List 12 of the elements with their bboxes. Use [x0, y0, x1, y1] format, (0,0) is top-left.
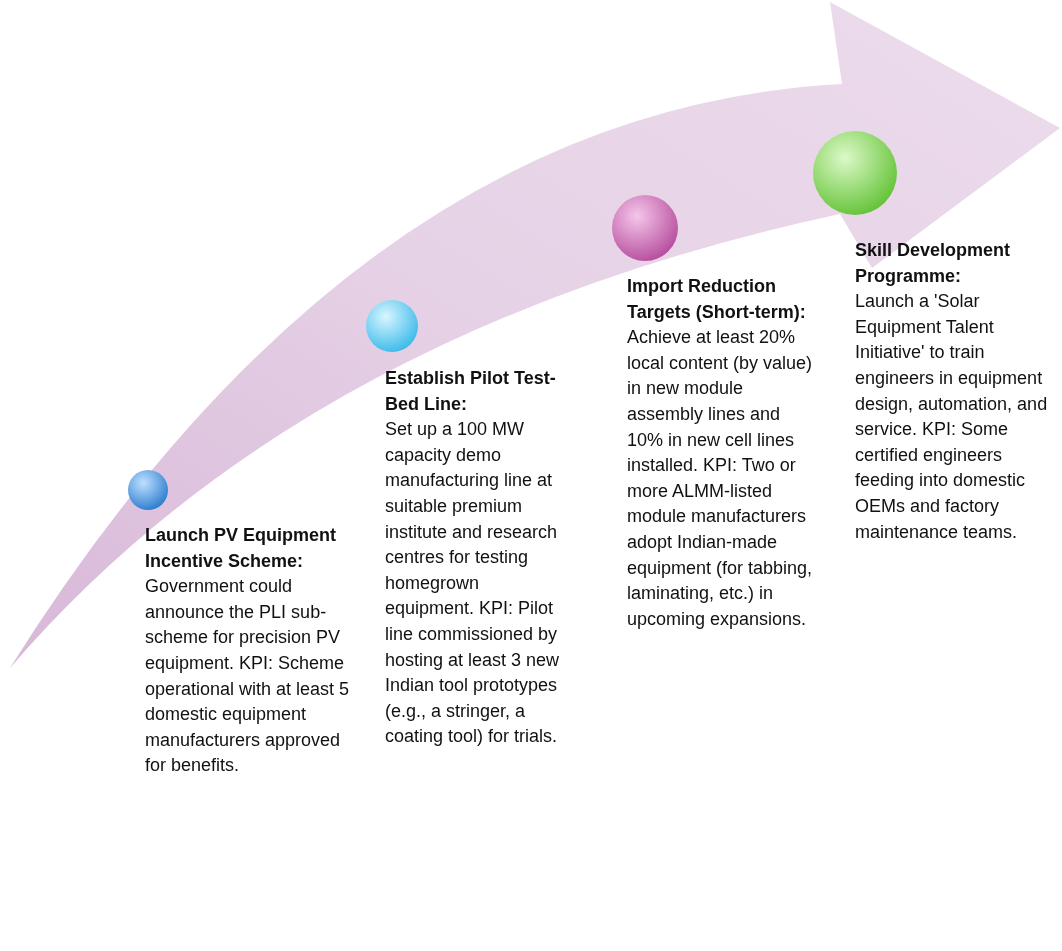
milestone-description: Set up a 100 MW capacity demo manufacturing line at suitable premium institute and research centres for testing homegrown equipment. KPI: Pilot line commissioned by hosting at least 3 new Indian tool prototypes (e.g., a stringer, a coating tool) for trials.: [385, 418, 561, 749]
milestone-sphere: [366, 300, 418, 352]
milestone-sphere: [128, 470, 168, 510]
milestone-heading: Import Reduction Targets (Short-term):: [627, 275, 807, 324]
milestone-description: Government could announce the PLI sub-scheme for precision PV equipment. KPI: Scheme operational with at least 5 domestic equipment manufacturers approved for benefits.: [145, 575, 350, 778]
milestone-heading: Skill Development Programme:: [855, 239, 1012, 288]
milestone-sphere: [612, 195, 678, 261]
milestone-sphere: [813, 131, 897, 215]
milestone-heading: Establish Pilot Test-Bed Line:: [385, 367, 557, 416]
milestone-description: Launch a 'Solar Equipment Talent Initiative' to train engineers in equipment design, automation, and service. KPI: Some certified engineers feeding into domestic OEMs and factory maintenance teams.: [855, 290, 1049, 544]
milestone-heading: Launch PV Equipment Incentive Scheme:: [145, 524, 337, 573]
milestone-description: Achieve at least 20% local content (by value) in new module assembly lines and 10% in new cell lines installed. KPI: Two or more ALMM-listed module manufacturers adopt Indian-made equipment (for tabbing, laminating, etc.) in upcoming expansions.: [627, 326, 814, 631]
